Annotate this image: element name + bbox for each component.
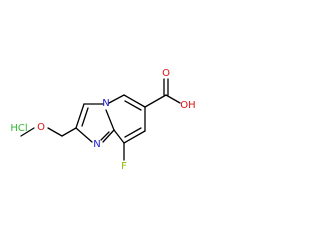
bond-c7-c8 (123, 130, 146, 144)
bond-c8a-n1-double (100, 131, 110, 141)
bond-c5-c6 (123, 94, 146, 108)
ether-oxygen-label: O (37, 122, 45, 133)
salt-label: HCl (10, 123, 27, 134)
bond-n1-c2 (75, 127, 93, 143)
carbonyl-oxygen-label: O (162, 68, 170, 79)
chemical-structure-diagram: HCl O N N F O OH (10, 68, 196, 172)
bond-c8a-n1 (102, 129, 115, 143)
hydroxyl-label: OH (180, 100, 195, 111)
bond-oxygen-methylene (47, 127, 63, 137)
bond-methylene-ring (61, 127, 77, 137)
bond-c7-c8-double (124, 127, 142, 138)
bond-n4-c5 (108, 94, 125, 104)
atom-label-layer: HCl O N N F O OH (10, 68, 195, 172)
bond-c6-carboxyl (144, 94, 167, 108)
bridgehead-nitrogen-label: N (102, 98, 109, 109)
bond-layer (20, 78, 181, 161)
fluorine-label: F (121, 161, 127, 172)
ring-nitrogen-label: N (93, 139, 100, 150)
bond-c5-c6-double (124, 100, 142, 111)
bond-n4-c8a (105, 109, 115, 131)
bond-c2-c3 (75, 103, 85, 129)
bond-c2-c3-double (81, 107, 89, 127)
bond-c8-c8a (113, 129, 125, 144)
bond-methyl-oxygen (20, 127, 35, 137)
bond-carboxyl-hydroxyl (165, 94, 181, 104)
